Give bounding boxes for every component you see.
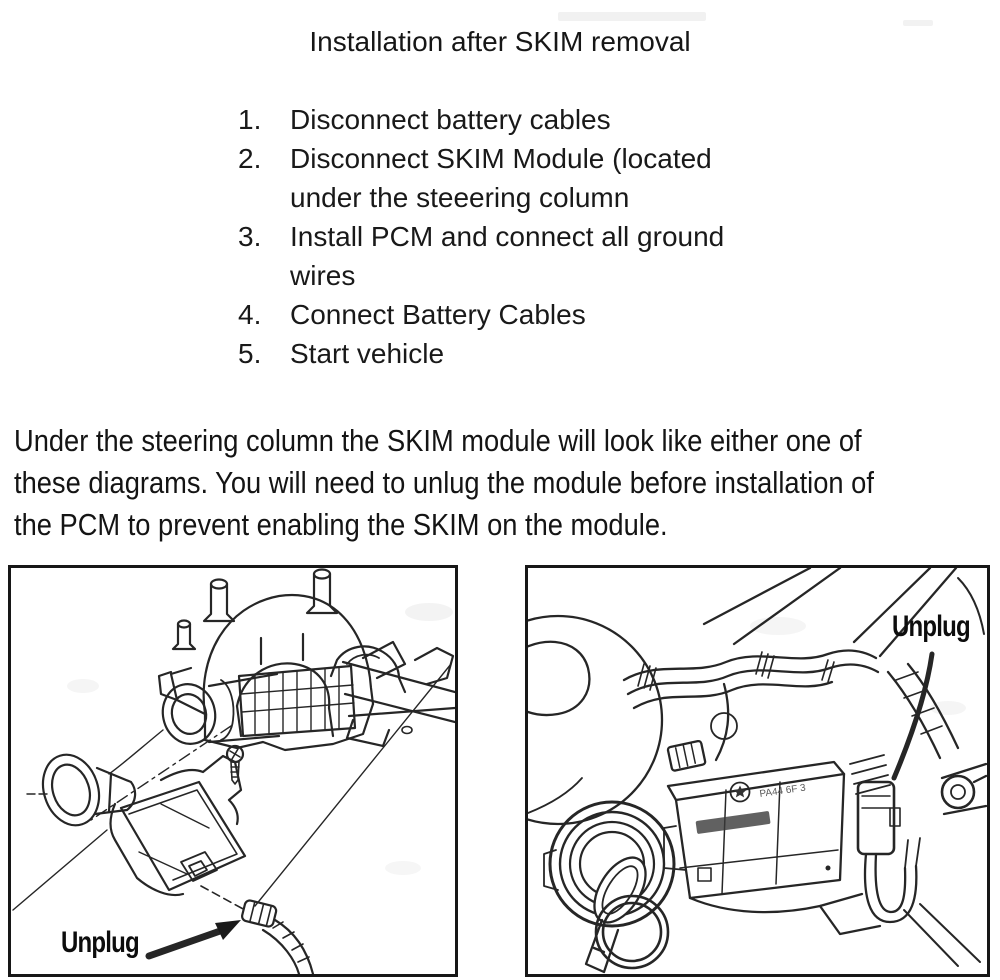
paragraph-line: Under the steering column the SKIM modul… [14, 423, 862, 458]
diagram-left-exploded-ignition: Unplug [8, 565, 458, 977]
paragraph-line: these diagrams. You will need to unlug t… [14, 465, 874, 500]
step-text: Start vehicle [290, 338, 445, 369]
step-text: Connect Battery Cables [290, 299, 586, 330]
chrysler-pentastar-icon [733, 785, 747, 798]
list-item: 1. Disconnect battery cables [238, 100, 724, 139]
unplug-label-right: Unplug [892, 610, 971, 643]
list-item: 3. Install PCM and connect all ground wir… [238, 217, 724, 295]
intro-paragraph: Under the steering column the SKIM modul… [14, 420, 874, 546]
list-item: 5. Start vehicle [238, 334, 724, 373]
step-text: wires [290, 260, 356, 291]
module-barcode-smudge [695, 811, 771, 834]
exploded-ignition-illustration [12, 568, 455, 974]
step-number: 5. [238, 338, 262, 369]
column-module-illustration: PA44 6F 3 [528, 568, 987, 974]
paragraph-line: the PCM to prevent enabling the SKIM on … [14, 507, 668, 542]
step-number: 2. [238, 143, 262, 174]
chrysler-pentastar-icon [729, 781, 751, 803]
scan-artifact [558, 12, 706, 21]
step-number: 1. [238, 104, 262, 135]
step-number: 4. [238, 299, 262, 330]
unplug-label-left: Unplug [61, 926, 140, 959]
step-text: under the steeering column [290, 182, 630, 213]
diagram-right-column-module: PA44 6F 3 [525, 565, 990, 977]
step-text: Disconnect battery cables [290, 104, 611, 135]
step-text: Disconnect SKIM Module (located [290, 143, 712, 174]
scan-artifact [903, 20, 933, 26]
step-text: Install PCM and connect all ground [290, 221, 725, 252]
step-number: 3. [238, 221, 262, 252]
steps-list: 1. Disconnect battery cables 2. Disconne… [238, 100, 724, 373]
page-title: Installation after SKIM removal [309, 26, 691, 57]
list-item: 2. Disconnect SKIM Module (located under … [238, 139, 724, 217]
list-item: 4. Connect Battery Cables [238, 295, 724, 334]
